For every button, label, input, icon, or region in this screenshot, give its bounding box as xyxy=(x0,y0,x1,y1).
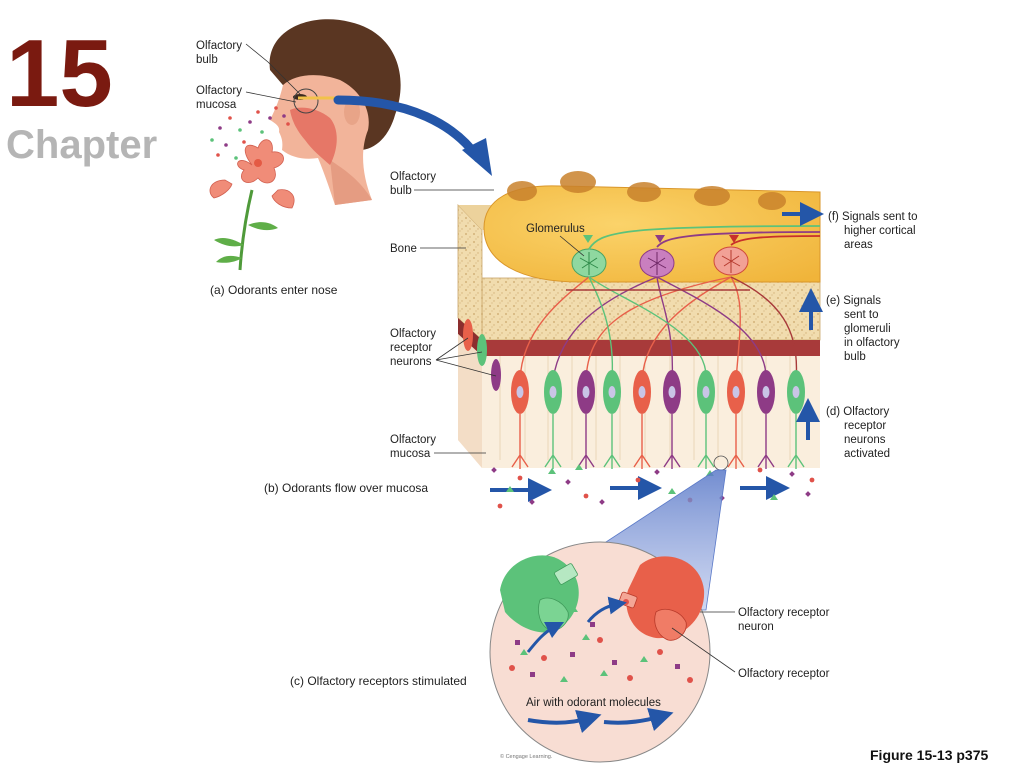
label-receptor-neurons-line1: Olfactory xyxy=(390,328,436,340)
receptor-neuron xyxy=(633,370,651,469)
leader-glomerulus xyxy=(559,235,585,257)
receptor-neuron-row xyxy=(463,319,805,469)
odorant-dots-nose xyxy=(210,106,290,160)
svg-text:(e) Signals: (e) Signals xyxy=(826,295,881,307)
label-olfactory-bulb-b-line2: bulb xyxy=(390,185,412,197)
svg-text:areas: areas xyxy=(844,239,873,251)
copyright-note: © Cengage Learning. xyxy=(500,753,553,760)
label-olfactory-receptor-c: Olfactory receptor xyxy=(738,668,830,680)
caption-panel-a: (a) Odorants enter nose xyxy=(210,283,338,297)
zoom-contents xyxy=(500,555,705,733)
bulb-cell-bodies xyxy=(507,171,786,210)
step-arrows xyxy=(782,202,824,440)
chapter-word: Chapter xyxy=(6,123,157,167)
receptor-neuron xyxy=(511,370,529,469)
label-olfactory-bulb-b-line1: Olfactory xyxy=(390,171,436,183)
label-receptor-neurons-line3: neurons xyxy=(390,356,432,368)
receptor-neuron xyxy=(603,370,621,469)
leader-bulb-a xyxy=(245,43,301,95)
receptor-neuron xyxy=(697,370,715,469)
glomerulus-red xyxy=(713,246,749,276)
svg-text:receptor: receptor xyxy=(844,420,886,432)
label-receptor-neurons-line2: receptor xyxy=(390,342,432,354)
leader-olfactory-receptor-c xyxy=(671,627,736,673)
leader-receptor-neurons xyxy=(435,337,497,377)
svg-text:sent to: sent to xyxy=(844,309,879,321)
receptor-neuron xyxy=(577,370,595,469)
label-mucosa-b-line2: mucosa xyxy=(390,448,431,460)
label-olfactory-bulb-a-line2: bulb xyxy=(196,54,218,66)
label-receptor-neuron-c-line1: Olfactory receptor xyxy=(738,607,830,619)
chapter-number: 15 xyxy=(6,20,113,127)
receptor-neuron xyxy=(727,370,745,469)
glomerulus-green xyxy=(571,248,607,278)
label-air-odorant: Air with odorant molecules xyxy=(526,697,661,709)
leader-mucosa-a xyxy=(245,91,297,103)
receptor-neuron xyxy=(544,370,562,469)
head-illustration xyxy=(269,19,401,205)
svg-text:activated: activated xyxy=(844,448,890,460)
label-glomerulus: Glomerulus xyxy=(526,223,585,235)
svg-text:higher cortical: higher cortical xyxy=(844,225,916,237)
receptor-axons xyxy=(519,276,798,381)
glomerulus-purple xyxy=(639,248,675,278)
label-receptor-neuron-c-line2: neuron xyxy=(738,621,774,633)
odorant-flow xyxy=(490,464,815,509)
step-e-label: (e) Signals sent to glomeruli in olfacto… xyxy=(826,295,900,363)
svg-text:bulb: bulb xyxy=(844,351,866,363)
label-mucosa-b-line1: Olfactory xyxy=(390,434,436,446)
step-f-label: (f) Signals sent to higher cortical area… xyxy=(828,211,917,251)
svg-text:glomeruli: glomeruli xyxy=(844,323,891,335)
receptor-neuron xyxy=(663,370,681,469)
lily-flower xyxy=(209,139,295,271)
label-olfactory-mucosa-a-line1: Olfactory xyxy=(196,85,242,97)
svg-text:neurons: neurons xyxy=(844,434,886,446)
caption-panel-c: (c) Olfactory receptors stimulated xyxy=(290,674,467,688)
caption-panel-b: (b) Odorants flow over mucosa xyxy=(264,481,428,495)
svg-text:(f) Signals sent to: (f) Signals sent to xyxy=(828,211,917,223)
svg-text:in olfactory: in olfactory xyxy=(844,337,900,349)
receptor-neuron xyxy=(757,370,775,469)
step-d-label: (d) Olfactory receptor neurons activated xyxy=(826,406,890,460)
figure-reference: Figure 15-13 p375 xyxy=(870,747,988,763)
label-olfactory-mucosa-a-line2: mucosa xyxy=(196,99,237,111)
svg-text:(d) Olfactory: (d) Olfactory xyxy=(826,406,890,418)
zoom-arrowhead-icon xyxy=(462,138,492,176)
label-bone: Bone xyxy=(390,243,417,255)
label-olfactory-bulb-a-line1: Olfactory xyxy=(196,40,242,52)
mitral-axons xyxy=(583,225,821,250)
